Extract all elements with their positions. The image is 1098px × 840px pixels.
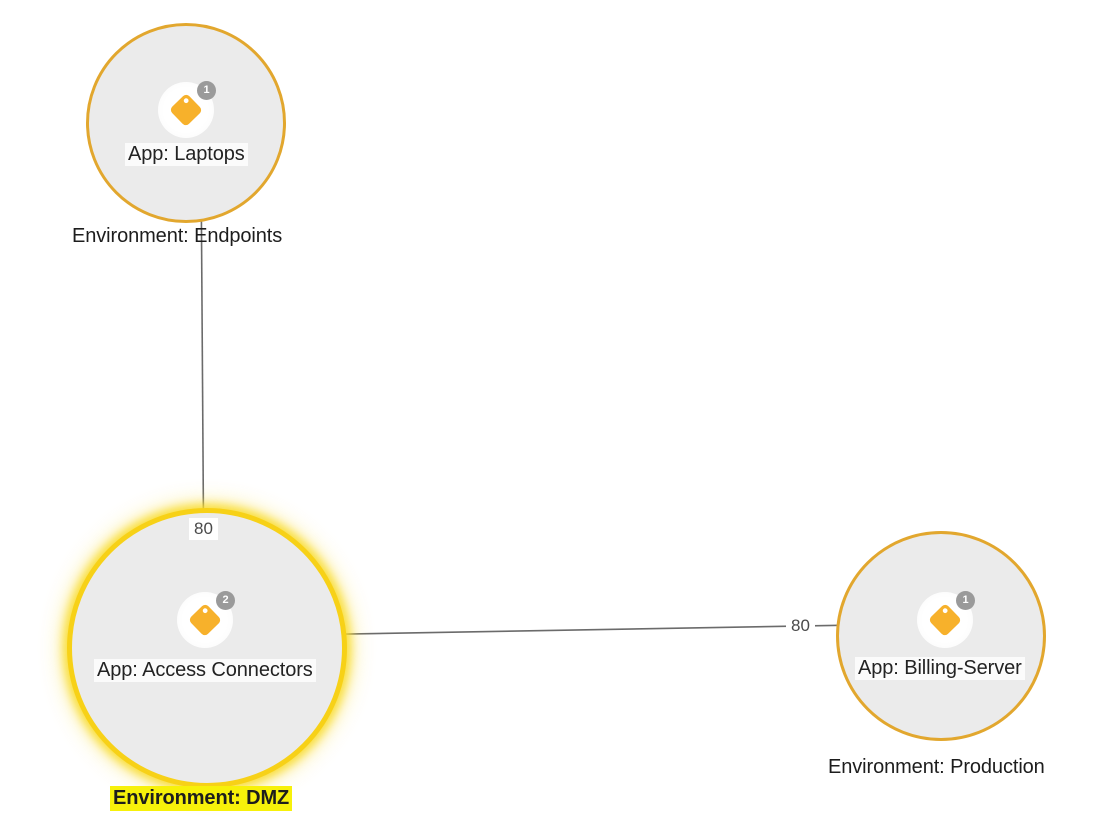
cluster-label-dmz: Environment: DMZ [110, 786, 293, 811]
tag-icon [929, 604, 961, 636]
edge-port-label-horizontal: 80 [786, 615, 815, 637]
node-badge-count: 2 [216, 591, 235, 610]
tag-icon [170, 94, 202, 126]
node-label-laptops: App: Laptops [125, 143, 248, 166]
node-laptops[interactable]: 1 [158, 81, 216, 138]
edge-port-label-vertical: 80 [189, 518, 218, 540]
node-badge-count: 1 [197, 81, 216, 100]
node-label-access-connectors: App: Access Connectors [94, 659, 316, 682]
node-billing-server[interactable]: 1 [917, 591, 975, 648]
cluster-dmz[interactable] [67, 508, 347, 788]
node-label-billing-server: App: Billing-Server [855, 657, 1025, 680]
cluster-label-endpoints: Environment: Endpoints [72, 225, 283, 247]
cluster-label-production: Environment: Production [828, 756, 1045, 778]
node-access-connectors[interactable]: 2 [177, 591, 235, 648]
node-badge-count: 1 [956, 591, 975, 610]
tag-icon [189, 604, 221, 636]
